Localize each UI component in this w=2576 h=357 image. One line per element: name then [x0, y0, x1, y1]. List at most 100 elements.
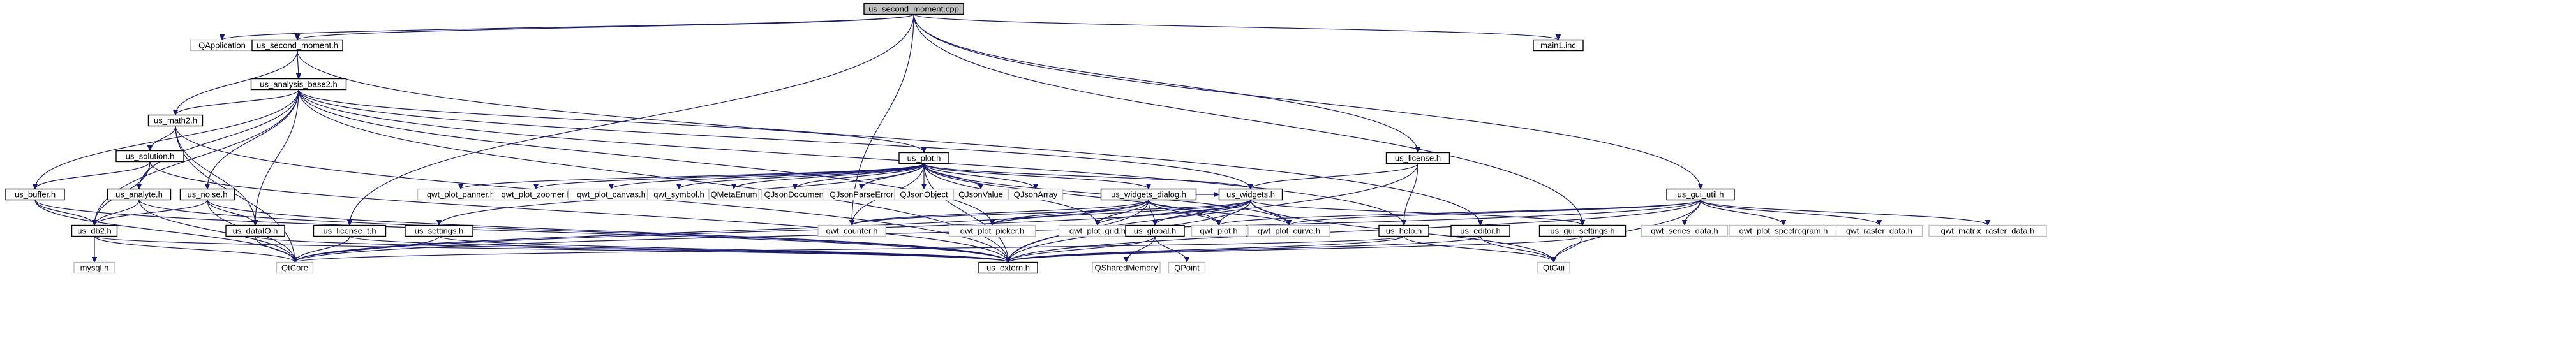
edge-us-plot-h-to-qjsondocument — [794, 163, 925, 189]
node-qwt-plot-spectrogram-h[interactable]: qwt_plot_spectrogram.h — [1729, 224, 1838, 237]
node-box — [71, 224, 118, 237]
edge-arrowhead — [219, 34, 225, 41]
edge-us-analysis-base2-h-to-us-dataio-h — [255, 89, 299, 226]
node-us-help-h[interactable]: us_help.h — [1378, 224, 1429, 237]
edge-us-second-moment-h-to-us-editor-h — [297, 50, 1481, 226]
node-us-license-t-h[interactable]: us_license_t.h — [313, 224, 387, 237]
node-us-gui-settings-h[interactable]: us_gui_settings.h — [1538, 224, 1627, 237]
node-label: us_second_moment.h — [257, 41, 338, 50]
node-qpoint[interactable]: QPoint — [1168, 261, 1206, 274]
edge-arrowhead — [346, 220, 353, 226]
node-label: us_global.h — [1134, 226, 1177, 236]
node-qmetaenum[interactable]: QMetaEnum — [708, 188, 759, 201]
node-us-analyte-h[interactable]: us_analyte.h — [107, 188, 172, 201]
node-us-plot-h[interactable]: us_plot.h — [898, 152, 949, 164]
edge-arrowhead — [1780, 219, 1787, 226]
edge-us-second-moment-cpp-to-us-second-moment-h — [297, 13, 914, 41]
node-us-extern-h[interactable]: us_extern.h — [978, 261, 1038, 274]
edge-us-global-h-to-us-extern-h — [1008, 236, 1156, 263]
node-us-db2-h[interactable]: us_db2.h — [71, 224, 118, 237]
edge-us-gui-util-h-to-us-extern-h — [1008, 200, 1701, 263]
node-label: us_editor.h — [1460, 226, 1501, 236]
node-qwt-plot-zoomer-h[interactable]: qwt_plot_zoomer.h — [492, 188, 580, 201]
node-label: us_extern.h — [986, 263, 1030, 273]
node-us-widgets-dialog-h[interactable]: us_widgets_dialog.h — [1100, 188, 1197, 201]
node-box — [276, 261, 314, 274]
node-label: us_gui_settings.h — [1550, 226, 1614, 236]
node-us-solution-h[interactable]: us_solution.h — [115, 150, 184, 163]
node-main1-inc[interactable]: main1.inc — [1533, 39, 1584, 52]
edge-arrowhead — [1184, 256, 1190, 263]
node-qwt-plot-canvas-h[interactable]: qwt_plot_canvas.h — [567, 188, 655, 201]
node-box — [1835, 224, 1923, 237]
node-label: QJsonObject — [900, 190, 948, 200]
node-qwt-raster-data-h[interactable]: qwt_raster_data.h — [1835, 224, 1923, 237]
node-qtgui[interactable]: QtGui — [1537, 261, 1570, 274]
node-box — [978, 261, 1038, 274]
edge-arrowhead — [1214, 191, 1220, 198]
node-label: qwt_plot_panner.h — [427, 190, 495, 200]
node-label: us_solution.h — [126, 152, 175, 161]
node-qwt-plot-h[interactable]: qwt_plot.h — [1191, 224, 1247, 237]
edge-us-second-moment-cpp-to-us-gui-settings-h — [913, 14, 1583, 226]
node-us-global-h[interactable]: us_global.h — [1125, 224, 1185, 237]
edge-arrowhead — [292, 257, 298, 263]
node-us-gui-util-h[interactable]: us_gui_util.h — [1666, 188, 1735, 201]
edge-arrowhead — [533, 183, 539, 190]
node-us-second-moment-h[interactable]: us_second_moment.h — [251, 39, 343, 52]
node-label: us_widgets_dialog.h — [1111, 190, 1186, 200]
edge-arrowhead — [1876, 219, 1882, 226]
node-us-editor-h[interactable]: us_editor.h — [1450, 224, 1510, 237]
node-box — [1218, 188, 1283, 201]
node-label: QMetaEnum — [711, 190, 757, 200]
node-us-analysis-base2-h[interactable]: us_analysis_base2.h — [250, 78, 347, 91]
node-qjsondocument[interactable]: QJsonDocument — [761, 188, 830, 201]
edge-us-widgets-h-to-us-gui-settings-h — [1250, 199, 1583, 226]
edge-us-buffer-h-to-us-db2-h — [34, 200, 95, 226]
edge-us-gui-util-h-to-qtgui — [1553, 200, 1701, 263]
node-qwt-counter-h[interactable]: qwt_counter.h — [817, 224, 886, 237]
node-label: qwt_plot_canvas.h — [577, 190, 646, 200]
edge-arrowhead — [1551, 257, 1557, 263]
edge-arrowhead — [1681, 219, 1688, 226]
node-qwt-plot-curve-h[interactable]: qwt_plot_curve.h — [1247, 224, 1330, 237]
edge-arrowhead — [1247, 183, 1254, 190]
node-label: us_gui_util.h — [1678, 190, 1724, 200]
node-qjsonobject[interactable]: QJsonObject — [894, 188, 954, 201]
node-qwt-symbol-h[interactable]: qwt_symbol.h — [646, 188, 711, 201]
node-qjsonarray[interactable]: QJsonArray — [1008, 188, 1064, 201]
node-qwt-series-data-h[interactable]: qwt_series_data.h — [1641, 224, 1729, 237]
node-us-buffer-h[interactable]: us_buffer.h — [5, 188, 65, 201]
node-us-widgets-h[interactable]: us_widgets.h — [1218, 188, 1283, 201]
node-us-license-h[interactable]: us_license.h — [1385, 152, 1450, 164]
node-label: qwt_plot_zoomer.h — [501, 190, 570, 200]
node-qwt-matrix-raster-data-h[interactable]: qwt_matrix_raster_data.h — [1928, 224, 2047, 237]
node-qjsonparseerror[interactable]: QJsonParseError — [822, 188, 901, 201]
edge-arrowhead — [294, 34, 301, 41]
edge-us-editor-h-to-qtgui — [1480, 236, 1554, 263]
node-qwt-plot-picker-h[interactable]: qwt_plot_picker.h — [948, 224, 1036, 237]
node-qapplication[interactable]: QApplication — [190, 39, 255, 52]
node-us-settings-h[interactable]: us_settings.h — [405, 224, 473, 237]
edge-us-solution-h-to-us-buffer-h — [34, 161, 151, 189]
node-qsharedmemory[interactable]: QSharedMemory — [1092, 261, 1161, 274]
node-us-noise-h[interactable]: us_noise.h — [179, 188, 235, 201]
node-box — [1666, 188, 1735, 201]
node-qwt-plot-grid-h[interactable]: qwt_plot_grid.h — [1058, 224, 1137, 237]
edge-us-analysis-base2-h-to-us-db2-h — [94, 89, 299, 226]
node-mysql-h[interactable]: mysql.h — [73, 261, 115, 274]
node-label: us_analyte.h — [115, 190, 163, 200]
node-qtcore[interactable]: QtCore — [276, 261, 314, 274]
node-qjsonvalue[interactable]: QJsonValue — [953, 188, 1009, 201]
node-us-second-moment-cpp[interactable]: us_second_moment.cpp — [863, 3, 964, 15]
edge-arrowhead — [295, 73, 302, 80]
edge-us-widgets-dialog-h-to-qtcore — [294, 200, 1149, 263]
edge-arrowhead — [731, 183, 737, 190]
node-us-math2-h[interactable]: us_math2.h — [147, 114, 204, 127]
node-qwt-plot-panner-h[interactable]: qwt_plot_panner.h — [417, 188, 505, 201]
node-box — [863, 3, 964, 15]
edge-arrowhead — [1401, 220, 1407, 226]
node-us-dataio-h[interactable]: us_dataIO.h — [225, 224, 285, 237]
edge-us-plot-h-to-us-extern-h — [923, 163, 1009, 263]
edge-us-math2-h-to-us-dataio-h — [175, 126, 256, 226]
